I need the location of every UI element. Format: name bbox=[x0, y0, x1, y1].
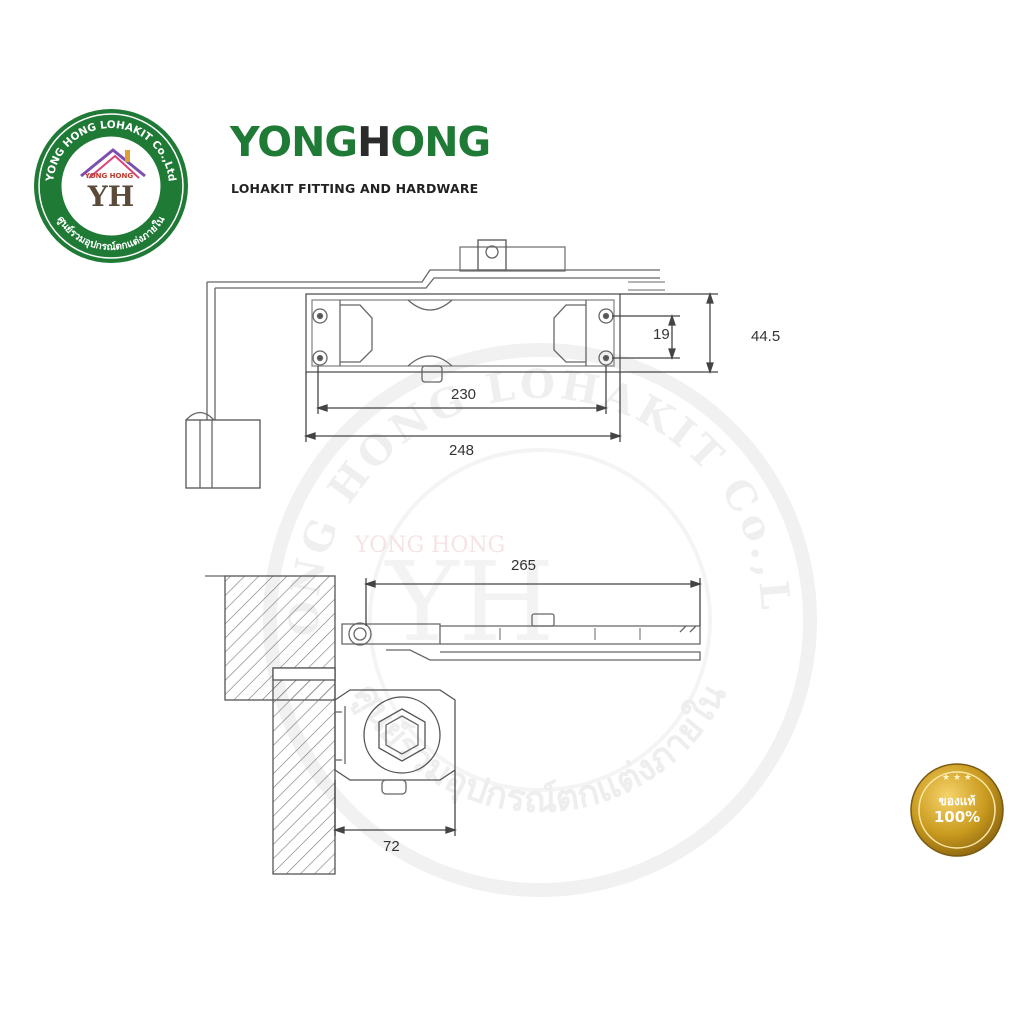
dimension-44-5 bbox=[620, 291, 718, 375]
dimension-248 bbox=[303, 372, 623, 442]
brand-tagline: LOHAKIT FITTING AND HARDWARE bbox=[231, 181, 479, 196]
seal-monogram: YH bbox=[87, 180, 134, 213]
dimension-72 bbox=[332, 770, 458, 836]
company-seal-logo: YONG HONG LOHAKIT Co.,Ltd ศูนย์รวมอุปกรณ… bbox=[34, 109, 188, 263]
brand-name: YONGHONG bbox=[230, 122, 491, 163]
genuine-badge-line2: 100% bbox=[933, 807, 981, 826]
seal-monogram-small: YONG HONG bbox=[84, 172, 133, 180]
house-roof-icon bbox=[80, 148, 146, 179]
brand-name-part1: YONG bbox=[230, 118, 358, 166]
svg-text:★ ★ ★: ★ ★ ★ bbox=[942, 773, 972, 783]
closer-top-view bbox=[185, 239, 665, 489]
dimension-label-265: 265 bbox=[511, 557, 537, 574]
brand-name-part3: ONG bbox=[390, 118, 491, 166]
dimension-label-248: 248 bbox=[449, 442, 475, 459]
watermark-monogram-small: YONG HONG bbox=[354, 533, 505, 558]
dimension-265 bbox=[363, 578, 703, 626]
dimension-label-230: 230 bbox=[451, 386, 477, 403]
dimension-label-44-5: 44.5 bbox=[751, 328, 781, 345]
brand-name-part2: H bbox=[357, 118, 391, 166]
genuine-badge-text: ของแท้ 100% bbox=[927, 794, 987, 826]
watermark-monogram: YH bbox=[384, 538, 555, 666]
dimension-label-72: 72 bbox=[383, 838, 400, 855]
dimension-19 bbox=[612, 313, 680, 361]
closer-side-view bbox=[205, 575, 701, 875]
genuine-badge-line1: ของแท้ bbox=[938, 794, 976, 808]
genuine-badge-icon: ★ ★ ★ bbox=[910, 763, 1004, 857]
dimension-label-19: 19 bbox=[653, 326, 670, 343]
dimension-230 bbox=[315, 366, 609, 414]
